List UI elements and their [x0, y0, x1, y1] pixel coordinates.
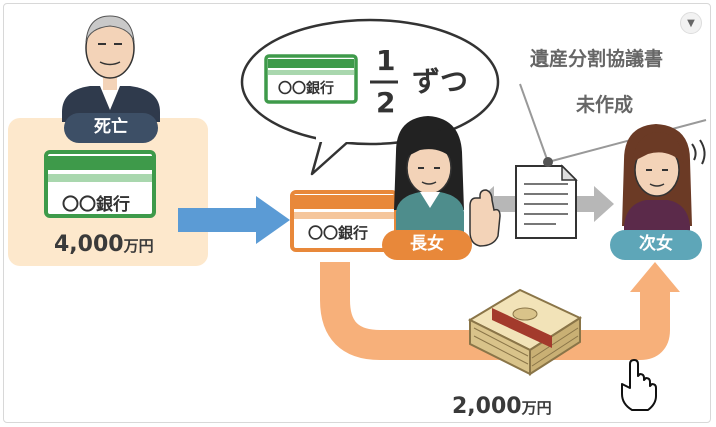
- transfer-amount-unit: 万円: [521, 399, 552, 417]
- estate-bankbook: [44, 150, 156, 218]
- agreement-document: [515, 83, 707, 239]
- second-daughter: [622, 124, 706, 236]
- transfer-flow-arrow: [320, 262, 680, 360]
- fraction-numerator: 1: [376, 44, 396, 77]
- speech-bubble: [240, 18, 500, 176]
- estate-bank-name: 〇〇銀行: [62, 195, 130, 215]
- eldest-bank-name: 〇〇銀行: [308, 224, 369, 242]
- deceased-person: [62, 15, 160, 122]
- eldest-label: 長女: [382, 230, 472, 260]
- deceased-label: 死亡: [64, 113, 158, 143]
- money-stack-icon: [467, 288, 583, 376]
- agreement-title: 遺産分割協議書: [530, 48, 664, 70]
- inheritance-arrow: [178, 196, 290, 244]
- speech-each-text: ずつ: [412, 65, 469, 98]
- estate-amount-value: 4,000: [54, 232, 124, 257]
- chevron-down-icon[interactable]: ▼: [680, 12, 702, 34]
- transfer-amount-value: 2,000: [452, 394, 522, 419]
- eldest-bankbook: [290, 190, 398, 252]
- transfer-amount: 2,000万円: [452, 394, 552, 419]
- speech-bank-name: 〇〇銀行: [278, 81, 334, 97]
- hand-pointer-icon: [621, 359, 657, 411]
- estate-amount: 4,000万円: [54, 232, 154, 257]
- fraction-denominator: 2: [376, 86, 396, 119]
- agreement-status: 未作成: [576, 94, 634, 116]
- estate-amount-unit: 万円: [123, 237, 154, 255]
- frame: [3, 3, 711, 423]
- second-label: 次女: [610, 230, 702, 260]
